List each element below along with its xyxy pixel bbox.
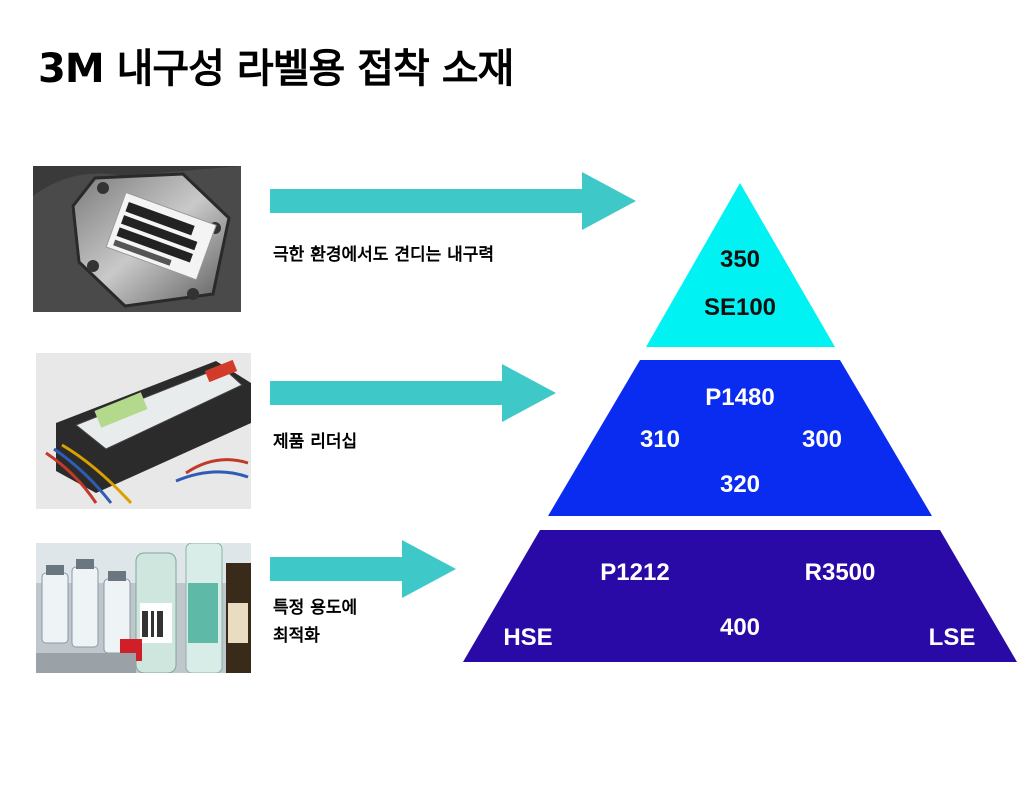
caption-durability: 극한 환경에서도 견디는 내구력 <box>273 241 494 269</box>
pyramid-label-310: 310 <box>639 426 681 453</box>
pyramid-label-hse: HSE <box>503 624 553 651</box>
pyramid-label-350: 350 <box>719 246 761 273</box>
page-title: 3M 내구성 라벨용 접착 소재 <box>38 46 514 92</box>
caption-product-leadership: 제품 리더십 <box>273 428 357 456</box>
pyramid-label-400: 400 <box>719 614 761 641</box>
photo-electronic-ballast <box>36 353 251 509</box>
arrow-shape <box>270 172 636 230</box>
photo-medical-vials <box>36 543 251 673</box>
pyramid-label-320: 320 <box>719 471 761 498</box>
pyramid-tier-middle <box>548 360 932 516</box>
pyramid-label-300: 300 <box>801 426 843 453</box>
pyramid-label-p1480: P1480 <box>705 384 775 411</box>
pyramid-label-lse: LSE <box>928 624 976 651</box>
caption-line: 특정 용도에 <box>273 598 358 618</box>
caption-line: 제품 리더십 <box>273 432 358 452</box>
caption-line: 극한 환경에서도 견디는 내구력 <box>273 245 495 265</box>
caption-optimized-for-use: 특정 용도에 최적화 <box>273 594 357 650</box>
arrow-right-icon <box>270 172 636 230</box>
pyramid-tier-top <box>646 183 835 347</box>
pyramid-label-r3500: R3500 <box>804 559 876 586</box>
photo-metal-part-with-barcode-label <box>33 166 241 312</box>
arrow-right-icon <box>270 364 556 422</box>
arrow-shape <box>270 540 456 598</box>
pyramid-label-se100: SE100 <box>703 294 777 321</box>
arrow-right-icon <box>270 540 456 598</box>
caption-line: 최적화 <box>273 626 320 646</box>
pyramid-tier-bottom <box>463 530 1017 662</box>
pyramid-label-p1212: P1212 <box>600 559 670 586</box>
arrow-shape <box>270 364 556 422</box>
